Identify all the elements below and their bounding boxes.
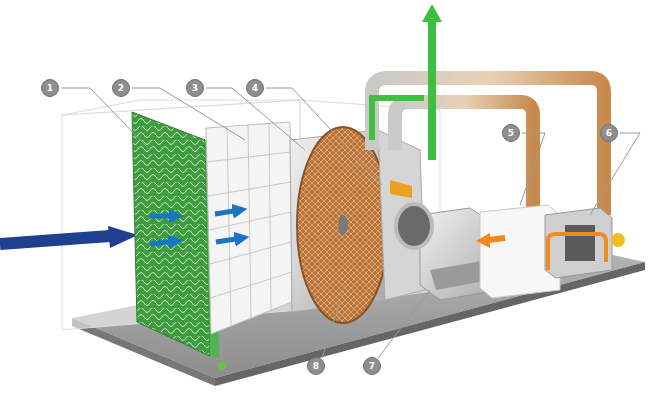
exhaust-arrowhead <box>422 4 442 22</box>
duct <box>372 78 604 215</box>
bag-filter <box>206 122 292 334</box>
exhaust-arrow <box>428 20 436 160</box>
duct <box>395 102 533 210</box>
callout-number: 3 <box>186 79 204 97</box>
leader-line <box>61 88 640 362</box>
rotor-hub <box>338 215 348 235</box>
callout-number: 8 <box>307 357 325 375</box>
inlet-arrowhead <box>108 226 138 248</box>
marker-dot <box>218 362 226 370</box>
callout-number: 2 <box>112 79 130 97</box>
callout-number: 6 <box>600 124 618 142</box>
inlet-arrow <box>0 236 110 244</box>
callout-number: 4 <box>246 79 264 97</box>
heater-unit <box>476 205 625 298</box>
rotor-wheel <box>297 127 389 323</box>
pre-filter <box>132 112 210 356</box>
callout-number: 7 <box>363 357 381 375</box>
exhaust-arrow <box>372 98 424 140</box>
outlet-arrow <box>390 180 412 198</box>
callout-number: 5 <box>502 124 520 142</box>
callout-number: 1 <box>41 79 59 97</box>
